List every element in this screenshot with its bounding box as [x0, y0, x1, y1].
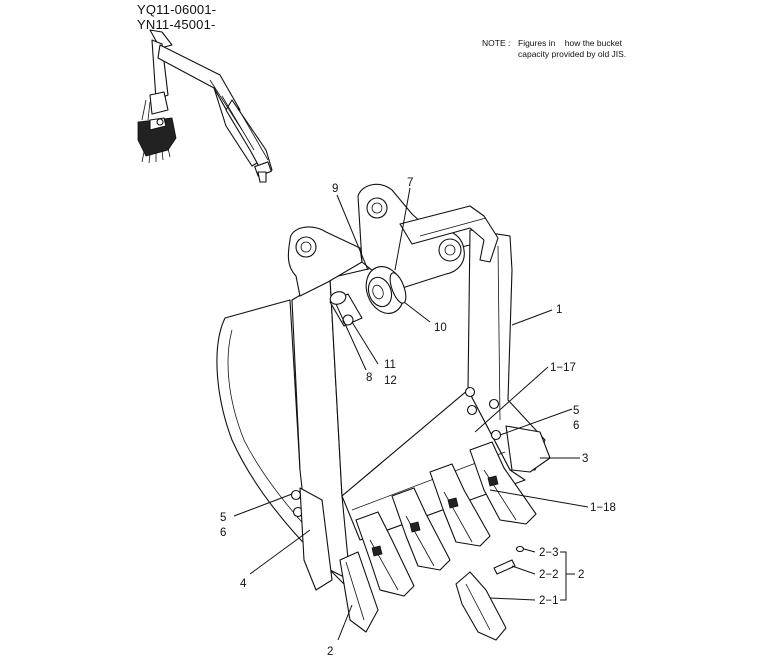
tooth-2: [355, 511, 415, 597]
tooth-5: [469, 441, 537, 525]
callout-5-right: 5: [573, 405, 579, 417]
callout-3: 3: [582, 453, 588, 465]
lock-washer: [515, 545, 525, 553]
note-text-line-2: capacity provided by old JIS.: [518, 49, 627, 59]
callout-2-bracket: 2: [578, 569, 584, 581]
callout-6-right: 6: [573, 420, 579, 432]
callout-1: 1: [556, 304, 562, 316]
callout-2-1: 2−1: [539, 595, 559, 607]
exploded-tooth-parts: [455, 545, 525, 641]
callout-5-left: 5: [220, 512, 226, 524]
callout-12: 12: [384, 375, 397, 387]
callout-10: 10: [434, 322, 447, 334]
excavator-arm-thumbnail: [137, 29, 273, 183]
callout-9: 9: [332, 183, 338, 195]
callout-4: 4: [240, 578, 247, 590]
serial-number-1: YQ11-06001-: [137, 2, 217, 17]
callout-1-18: 1−18: [590, 502, 616, 514]
note-text-line-1: Figures in how the bucket: [518, 38, 622, 48]
callout-labels: 9 7 10 1 1−17 5 6 3 1−18 11 12 8 5 6 4 2…: [220, 177, 616, 657]
callout-7: 7: [407, 177, 413, 189]
tooth-3: [391, 487, 451, 571]
callout-2: 2: [327, 646, 333, 657]
callout-2-2: 2−2: [539, 569, 559, 581]
callout-6-left: 6: [220, 527, 226, 539]
tooth-point: [455, 571, 507, 641]
callout-1-17: 1−17: [550, 362, 576, 374]
note-label: NOTE :: [482, 38, 511, 48]
callout-2-3: 2−3: [539, 547, 559, 559]
bucket-body: [216, 183, 551, 591]
serial-number-2: YN11-45001-: [137, 17, 216, 32]
callout-8: 8: [366, 372, 372, 384]
leader-lines: [233, 187, 589, 641]
pin: [493, 559, 516, 575]
callout-11: 11: [384, 359, 396, 371]
tooth-4: [429, 463, 491, 547]
